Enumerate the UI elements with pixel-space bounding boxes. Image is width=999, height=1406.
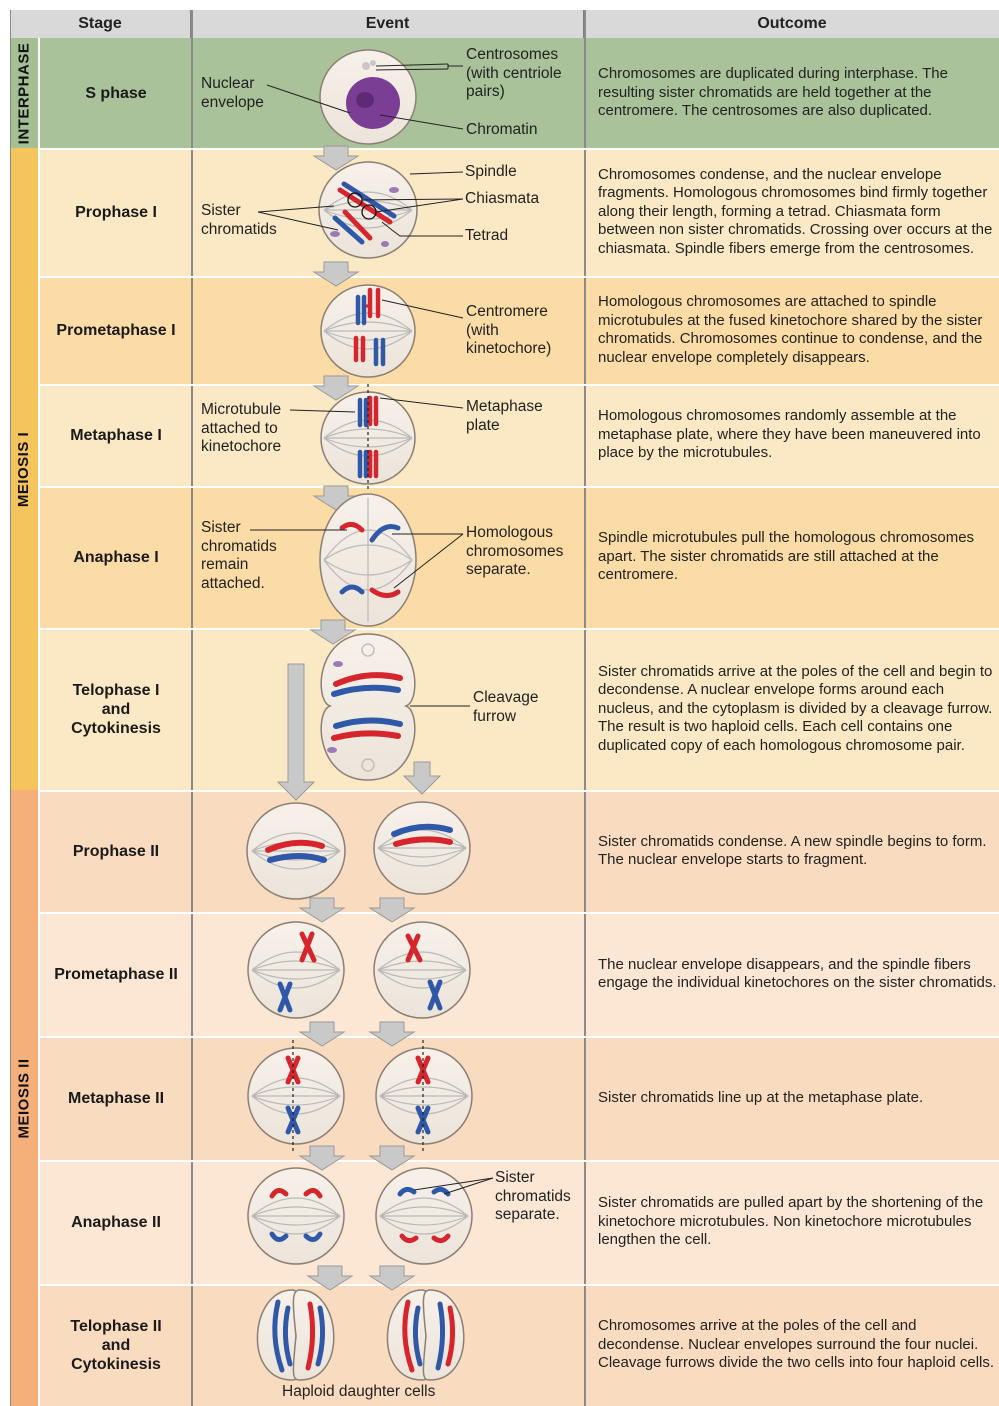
label-tetrad: Tetrad (465, 227, 508, 246)
arrow-6a (300, 898, 344, 922)
label-cleavage-furrow: Cleavage furrow (473, 689, 553, 726)
telophase-1-cell (278, 634, 470, 800)
arrow-7b (370, 1022, 414, 1046)
metaphase-1-cell (290, 384, 463, 490)
arrow-6b (370, 898, 414, 922)
prometaphase-1-cell (321, 285, 463, 377)
prophase-1-cell (258, 162, 463, 258)
metaphase-2-cells (248, 1040, 472, 1152)
arrow-8a (300, 1146, 344, 1170)
arrow-8b (370, 1146, 414, 1170)
label-centrosomes: Centrosomes (with centriole pairs) (466, 46, 576, 102)
arrow-7a (300, 1022, 344, 1046)
label-sister-chromatids: Sister chromatids (201, 202, 286, 239)
arrow-9b (370, 1266, 414, 1290)
label-sister-remain: Sister chromatids remain attached. (201, 519, 291, 593)
label-haploid: Haploid daughter cells (282, 1383, 435, 1402)
label-spindle: Spindle (465, 163, 517, 182)
arrow-9a (308, 1266, 352, 1290)
label-sister-separate: Sister chromatids separate. (495, 1169, 580, 1225)
prometaphase-2-cells (248, 922, 470, 1018)
label-centromere: Centromere (with kinetochore) (466, 303, 566, 359)
arrow-2 (314, 262, 358, 286)
label-chromatin: Chromatin (466, 121, 538, 140)
label-nuclear-envelope: Nuclear envelope (201, 75, 271, 112)
label-metaphase-plate: Metaphase plate (466, 398, 556, 435)
prophase-2-cells (247, 802, 470, 899)
label-chiasmata: Chiasmata (465, 190, 539, 209)
anaphase-2-cells (248, 1168, 493, 1264)
s-phase-cell (267, 50, 463, 144)
label-homologous-separate: Homologous chromosomes separate. (466, 524, 581, 580)
label-microtubule: Microtubule attached to kinetochore (201, 401, 296, 457)
telophase-2-cells (257, 1290, 463, 1380)
